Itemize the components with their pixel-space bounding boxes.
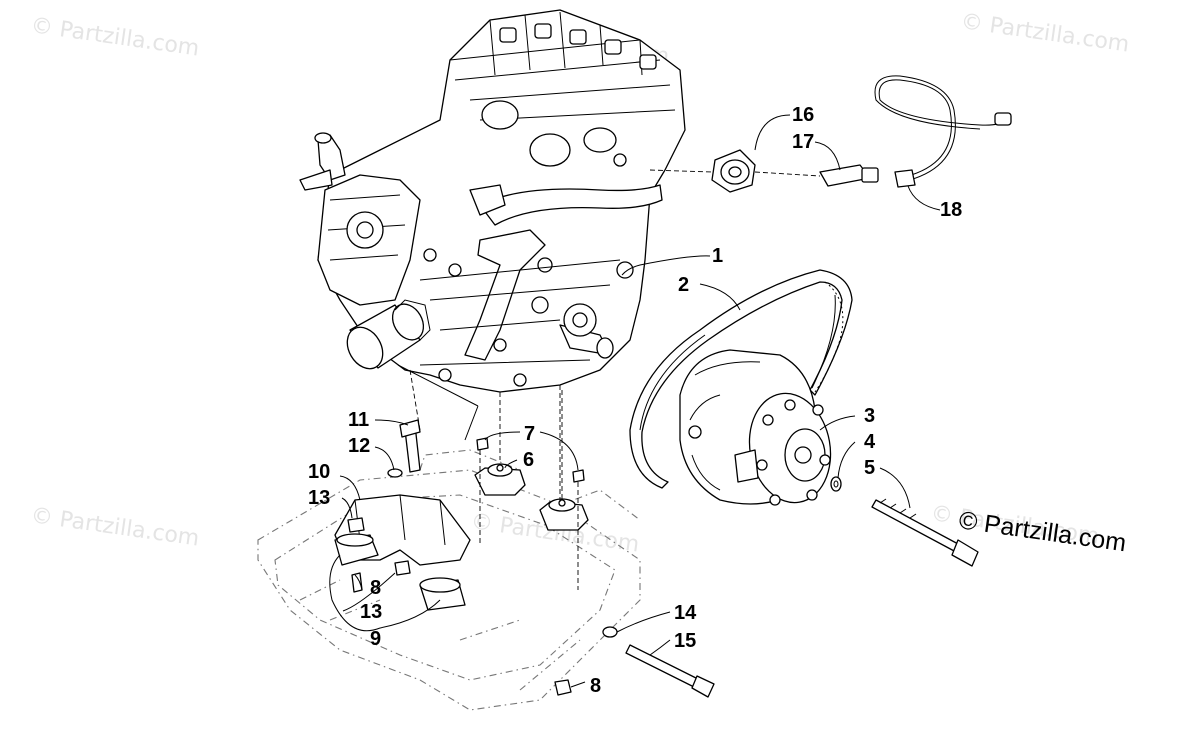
callout-2: 2 (678, 274, 689, 296)
washer-4 (830, 476, 842, 492)
chassis-frame (257, 449, 641, 711)
drive-belt (629, 269, 853, 489)
washer-14 (602, 626, 618, 638)
callout-11: 11 (348, 409, 369, 431)
output-shaft (559, 303, 614, 359)
callout-8-upper: 8 (370, 577, 381, 599)
callout-14: 14 (674, 602, 697, 624)
callout-3: 3 (864, 405, 875, 427)
thermostat-housing (649, 149, 756, 193)
callout-4: 4 (864, 431, 876, 453)
rubber-mount-9a (334, 533, 379, 566)
spark-plug-row (499, 23, 657, 70)
oil-filter (346, 299, 431, 370)
callout-15: 15 (674, 630, 696, 652)
callout-12: 12 (348, 435, 370, 457)
callout-10: 10 (308, 461, 330, 483)
rubber-mount-6b (539, 498, 589, 531)
watermark-top-left: © Partzilla.com (29, 13, 201, 61)
callout-5: 5 (864, 457, 875, 479)
bolt-11 (399, 419, 421, 473)
washer-12 (387, 468, 403, 478)
temperature-sensor-wire (874, 75, 1012, 188)
callout-7: 7 (524, 423, 535, 445)
callout-8-lower: 8 (590, 675, 601, 697)
callout-labels: 1 2 3 4 5 6 7 8 8 9 10 11 12 13 13 14 15… (308, 104, 962, 697)
rubber-mount-9b (419, 577, 466, 611)
locating-dashes (409, 369, 579, 590)
watermark-top-right: © Partzilla.com (959, 9, 1131, 57)
thermostat-element (754, 164, 879, 187)
through-bolt-15 (625, 644, 715, 698)
watermark-mid-left: © Partzilla.com (29, 503, 201, 551)
nut-13a (347, 517, 365, 533)
nut-8b (554, 679, 572, 696)
engine-assembly (299, 9, 686, 393)
leader-lines (329, 114, 941, 688)
nut-7b (572, 469, 585, 483)
clutch-bolt-5 (871, 498, 979, 567)
callout-18: 18 (940, 199, 962, 221)
nut-13b (394, 560, 411, 576)
callout-17: 17 (792, 131, 814, 153)
callout-9: 9 (370, 628, 381, 650)
callout-1: 1 (712, 245, 723, 267)
callout-16: 16 (792, 104, 814, 126)
rubber-mount-6a (474, 463, 526, 496)
callout-13-lower: 13 (360, 601, 382, 623)
drive-clutch (679, 349, 832, 506)
stud-8a (351, 572, 363, 593)
callout-6: 6 (523, 449, 534, 471)
nut-7a (476, 437, 489, 451)
callout-13-upper: 13 (308, 487, 330, 509)
partzilla-watermark: © Partzilla.com (957, 506, 1128, 557)
